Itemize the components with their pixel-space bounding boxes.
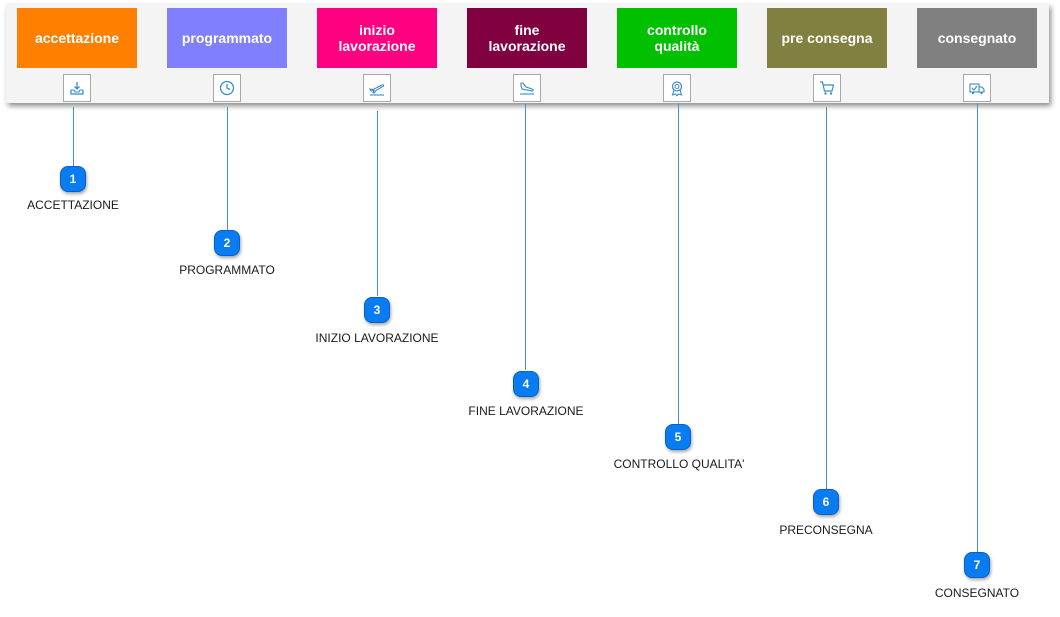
inbox-download-icon (70, 82, 84, 95)
stage-accettazione-icon-button[interactable] (63, 74, 91, 102)
stage-inizio-lavorazione-button[interactable]: inizio lavorazione (317, 8, 437, 68)
callout-connector-2 (227, 107, 228, 231)
callout-marker-1[interactable]: 1 (60, 166, 86, 192)
status-toolbar: accettazione programmato inizio lavorazi… (6, 4, 1049, 103)
airplane-takeoff-icon (369, 84, 385, 96)
callout-marker-2[interactable]: 2 (214, 230, 240, 256)
callout-caption-5: CONTROLLO QUALITA' (613, 457, 745, 471)
callout-caption-7: CONSEGNATO (934, 586, 1020, 600)
award-badge-icon (671, 81, 683, 97)
delivery-truck-icon (969, 83, 985, 95)
callout-caption-4: FINE LAVORAZIONE (468, 404, 584, 418)
callout-caption-1: ACCETTAZIONE (27, 198, 119, 212)
callout-marker-5[interactable]: 5 (665, 424, 691, 450)
stage-pre-consegna-button[interactable]: pre consegna (767, 8, 887, 68)
airplane-landing-icon (520, 82, 534, 95)
callout-connector-1 (73, 107, 74, 167)
stage-fine-lavorazione-icon-button[interactable] (513, 74, 541, 102)
clock-icon (219, 80, 235, 96)
stage-controllo-qualita-button[interactable]: controllo qualità (617, 8, 737, 68)
stage-consegnato-button[interactable]: consegnato (917, 8, 1037, 68)
callout-connector-7 (977, 103, 978, 553)
stage-programmato-icon-button[interactable] (213, 74, 241, 102)
callout-marker-6[interactable]: 6 (813, 489, 839, 515)
stage-consegnato-icon-button[interactable] (963, 74, 991, 102)
callout-caption-3: INIZIO LAVORAZIONE (315, 331, 439, 345)
callout-connector-3 (377, 111, 378, 296)
callout-connector-5 (678, 103, 679, 425)
shopping-cart-icon (820, 81, 835, 95)
callout-caption-6: PRECONSEGNA (779, 523, 873, 537)
stage-controllo-qualita-icon-button[interactable] (663, 74, 691, 102)
callout-connector-4 (525, 104, 526, 370)
callout-caption-2: PROGRAMMATO (179, 263, 275, 277)
stage-programmato-button[interactable]: programmato (167, 8, 287, 68)
callout-connector-6 (826, 107, 827, 489)
stage-inizio-lavorazione-icon-button[interactable] (363, 74, 391, 102)
stage-pre-consegna-icon-button[interactable] (813, 74, 841, 102)
callout-marker-4[interactable]: 4 (513, 371, 539, 397)
callout-marker-7[interactable]: 7 (964, 552, 990, 578)
callout-marker-3[interactable]: 3 (364, 297, 390, 323)
stage-accettazione-button[interactable]: accettazione (17, 8, 137, 68)
stage-fine-lavorazione-button[interactable]: fine lavorazione (467, 8, 587, 68)
